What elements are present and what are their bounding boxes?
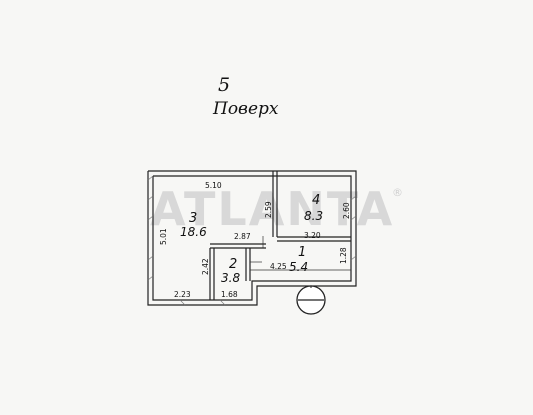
dimension-labels: 5.10 5.01 2.87 2.23 2.59 2.60 3.20 2.42 …	[159, 181, 351, 299]
dim-room3-left: 5.01	[159, 228, 168, 245]
dim-room1-right: 1.28	[339, 247, 348, 264]
room-4: 4 8.3	[304, 193, 323, 223]
floor-number: 5	[218, 74, 230, 96]
room-2: 2 3.8	[221, 257, 240, 285]
watermark-text: ATLANTA	[150, 182, 394, 236]
dim-room3-lower: 2.23	[174, 290, 191, 299]
room-1-number: 1	[298, 245, 306, 260]
room-3-number: 3	[189, 211, 197, 226]
room-2-area: 3.8	[221, 271, 240, 285]
dim-room3-bottom: 2.87	[234, 232, 251, 241]
watermark: ATLANTA ®	[150, 182, 403, 236]
room-4-number: 4	[312, 193, 320, 208]
room-1: 1 5.4	[289, 245, 308, 274]
floor-label: Поверх	[212, 99, 279, 119]
dim-room3-top: 5.10	[205, 181, 222, 190]
dim-room4-right: 2.60	[342, 202, 351, 219]
dim-room4-left: 2.59	[264, 201, 273, 218]
outer-wall-inner-line	[152, 175, 352, 301]
room-3: 3 18.6	[180, 211, 207, 239]
room-2-number: 2	[229, 257, 237, 272]
dim-room2-bottom: 1.68	[221, 290, 238, 299]
watermark-registered-mark: ®	[392, 186, 403, 199]
dim-room4-bottom: 3.20	[304, 231, 321, 240]
outer-walls	[147, 170, 357, 306]
room-3-area: 18.6	[180, 225, 207, 239]
dim-room1-length: 4.25	[270, 262, 287, 271]
room-1-area: 5.4	[289, 260, 308, 274]
dim-room2-left: 2.42	[201, 258, 210, 275]
entrance-marker	[296, 285, 326, 315]
room-4-area: 8.3	[304, 209, 323, 223]
outer-wall-outer-line	[147, 170, 357, 306]
interior-walls	[209, 171, 351, 300]
